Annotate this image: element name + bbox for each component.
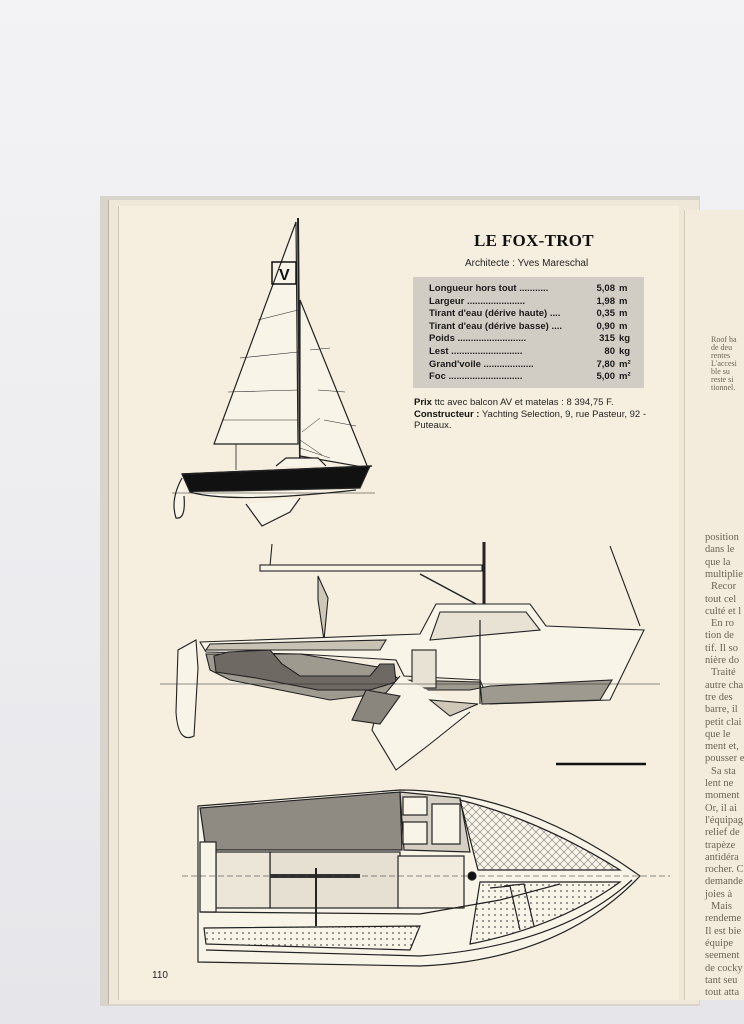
facing-page-body-line: l'équipag (705, 814, 744, 826)
spec-label: Tirant d'eau (dérive haute) .... (429, 308, 561, 320)
facing-page-body-line: position (705, 532, 739, 543)
spec-label: Lest ........................... (429, 346, 523, 357)
page-number: 110 (152, 970, 168, 981)
facing-page-body-line: multiplie (705, 568, 743, 580)
facing-page-body-line: rocher. C (705, 864, 744, 876)
facing-page-body-line: pousser e (705, 753, 744, 765)
facing-page-body-line: nière do (705, 655, 740, 666)
spec-label: Tirant d'eau (dérive basse) .... (429, 320, 563, 332)
facing-page-body-line: Il est bie (705, 925, 742, 937)
facing-page-body-line: demande (705, 876, 743, 888)
facing-page-body-line: Mais (711, 901, 732, 912)
builder-label: Constructeur : (414, 408, 480, 420)
facing-page-body-line: relief de (705, 827, 740, 839)
facing-page-body-line: tif. Il so (705, 642, 738, 654)
facing-page-body-line: antidéra (705, 851, 739, 863)
facing-page-body-line: de cocky (705, 962, 743, 974)
facing-page-body-line: équipe (705, 937, 733, 949)
facing-page-body-line: tant seu (705, 974, 738, 986)
spec-unit: m² (619, 358, 631, 370)
sail-logo: V (279, 267, 290, 284)
facing-page-body-line: barre, il (705, 704, 738, 716)
side-section-drawing (160, 542, 660, 771)
facing-page-body-line: Traité (711, 667, 736, 679)
facing-page-body-line: dans le (705, 544, 735, 556)
sail-logo-frame (271, 261, 297, 285)
spec-value: 7,80 (596, 358, 616, 370)
spec-value: 315 (599, 333, 615, 345)
spec-row: Lest ........................... 80 kg (429, 346, 641, 359)
spec-unit: kg (619, 346, 631, 357)
deck-plan-drawing (182, 789, 670, 967)
spec-value: 0,35 (596, 308, 616, 320)
facing-page-body-line: petit clai (705, 716, 742, 728)
facing-page-sidebar-line: reste si (711, 375, 734, 384)
spec-row: Poids .......................... 315 kg (429, 333, 641, 346)
spec-value: 5,08 (596, 283, 616, 294)
facing-page-body-line: En ro (711, 618, 735, 630)
price-label: Prix (414, 397, 432, 408)
facing-page-body-line: trapèze (705, 839, 736, 851)
facing-page-sidebar-line: rentes (711, 351, 731, 360)
facing-page-body-line: tre des (705, 691, 733, 703)
spec-value: 80 (604, 346, 615, 357)
spec-value: 0,90 (596, 320, 616, 332)
facing-page-body-line: joies à (705, 888, 733, 900)
article-title: LE FOX-TROT (474, 231, 594, 250)
facing-page-sidebar-line: L'accesi (711, 359, 737, 368)
facing-page-sidebar-line: Roof ha (711, 335, 737, 344)
facing-page-body-line: Recor (711, 581, 737, 593)
facing-page-body-line: Sa sta (711, 765, 736, 777)
spec-label: Poids .......................... (429, 333, 527, 345)
facing-page-body-line: culté et l (705, 605, 742, 617)
sail-plan-drawing (172, 217, 375, 527)
facing-page-body-line: lent ne (705, 778, 734, 789)
spec-value: 1,98 (596, 295, 616, 307)
facing-page-body-line: rendeme (705, 913, 742, 925)
facing-page-sidebar-line: tionnel. (711, 383, 736, 392)
facing-page-sidebar-line: ble su (711, 367, 730, 376)
facing-page-sidebar-line: de deu (711, 343, 733, 352)
spec-label: Longueur hors tout ........... (429, 283, 549, 294)
price-and-builder: Prix ttc avec balcon AV et matelas : 8 3… (414, 397, 650, 432)
spec-unit: m (619, 295, 628, 307)
facing-page-body-line: Or, il ai (705, 802, 737, 814)
spec-unit: m (619, 320, 628, 332)
spec-value: 5,00 (596, 371, 616, 383)
facing-page-body-line: ment et, (705, 741, 739, 753)
spec-unit: m (619, 308, 628, 320)
spec-label: Grand'voile ................... (429, 358, 534, 370)
facing-page-body-line: tion de (705, 630, 734, 642)
architect-credit: Architecte : Yves Mareschal (465, 258, 589, 269)
spec-unit: m (619, 283, 628, 294)
builder-text: Yachting Selection, 9, rue Pasteur, 92 -… (414, 408, 646, 432)
price-text: ttc avec balcon AV et matelas : 8 394,75… (434, 397, 614, 408)
facing-page-body-line: autre cha (705, 679, 744, 691)
facing-page-body-line: que le (705, 728, 731, 740)
spec-label: Foc ............................ (429, 371, 523, 383)
facing-page-body-line: que la (705, 556, 731, 568)
spec-unit: m² (619, 371, 631, 383)
facing-page-body-line: moment (705, 790, 740, 802)
facing-page-body-line: tout atta (705, 987, 740, 999)
facing-page-body-line: seement (705, 950, 740, 962)
spec-label: Largeur ...................... (429, 295, 526, 307)
facing-page-body-line: tout cel (705, 593, 737, 605)
spec-unit: kg (619, 333, 631, 345)
